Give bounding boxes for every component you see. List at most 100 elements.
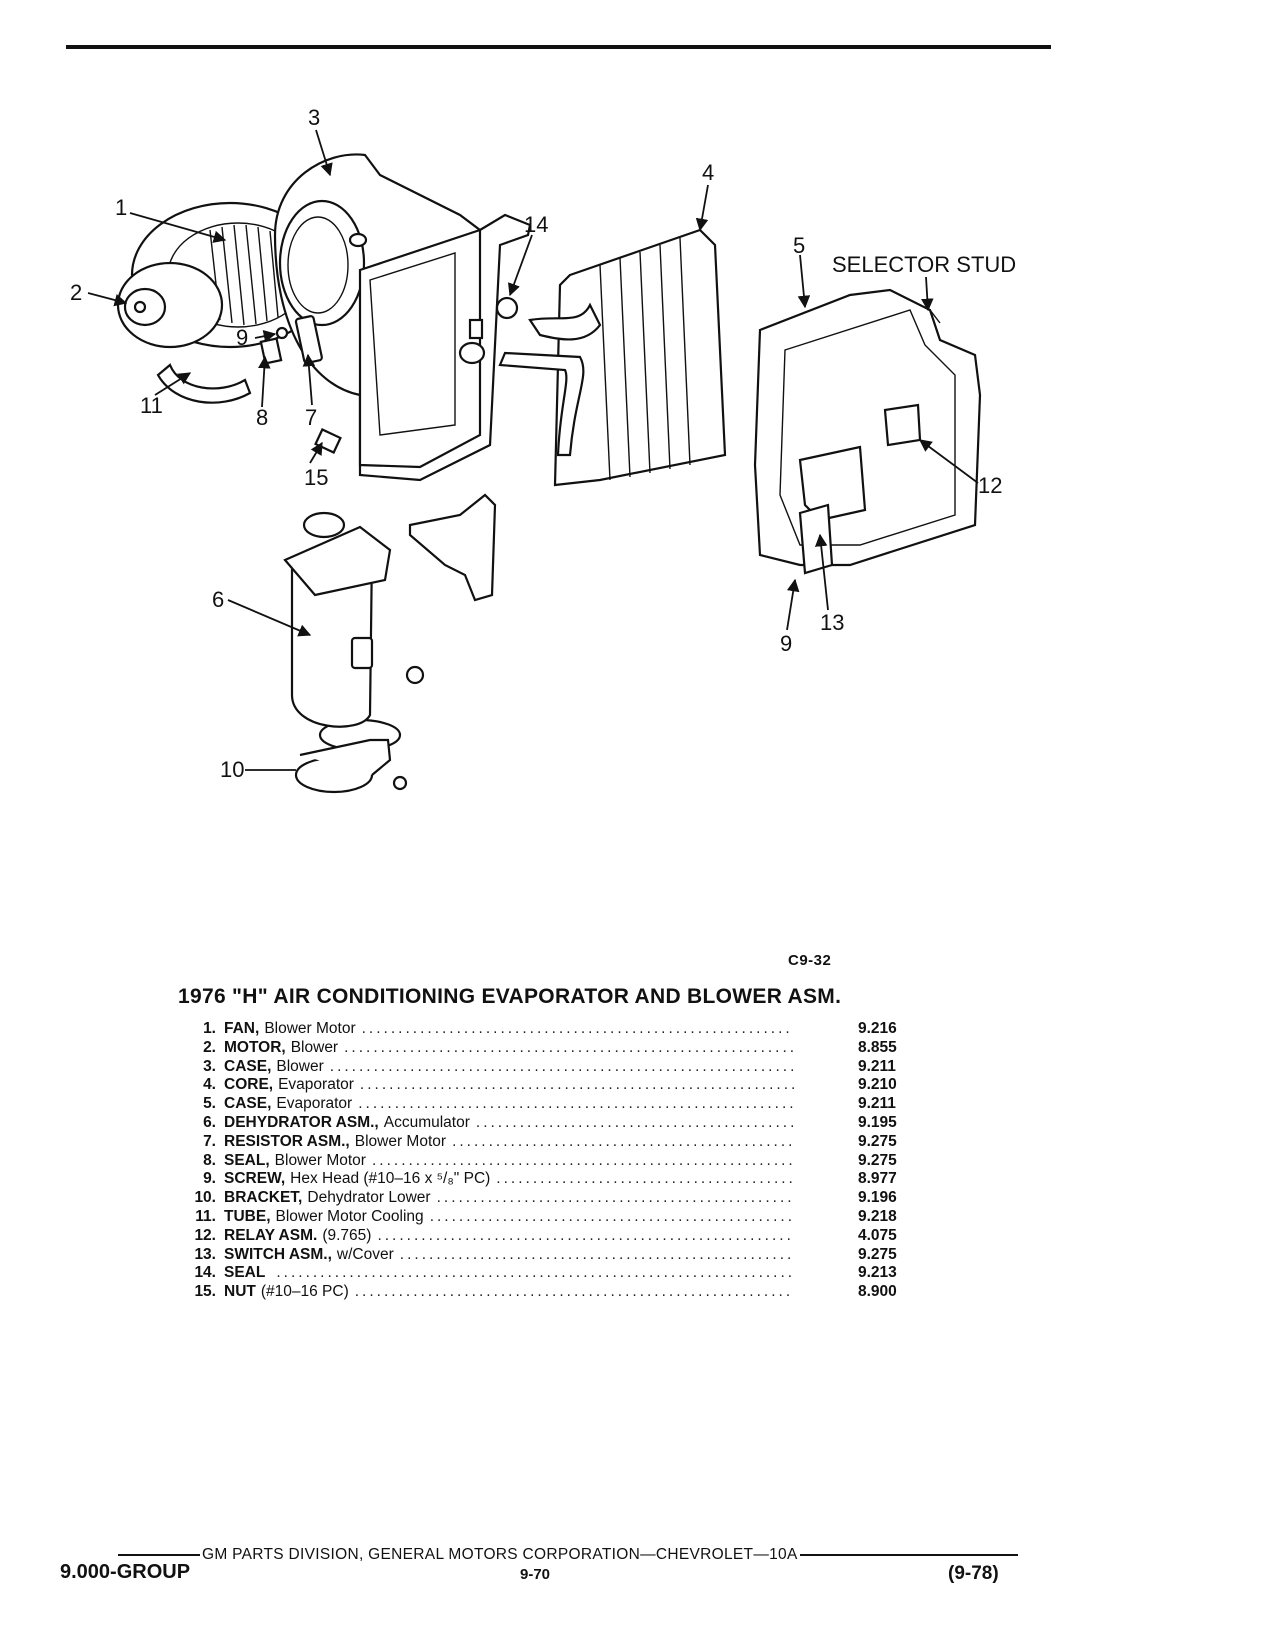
part-description: Hex Head (#10–16 x ⁵/₈" PC) xyxy=(290,1170,491,1188)
part-row: 15.NUT(#10–16 PC)8.900 xyxy=(178,1283,928,1302)
part-name: BRACKET, xyxy=(224,1189,303,1207)
part-code: 4.075 xyxy=(858,1226,897,1244)
part-code: 9.196 xyxy=(858,1189,897,1207)
part-number: 8. xyxy=(203,1151,216,1169)
part-row: 2.MOTOR,Blower8.855 xyxy=(178,1039,928,1058)
part-code: 9.213 xyxy=(858,1264,897,1282)
part-code: 9.216 xyxy=(858,1020,897,1037)
page-number: 9-70 xyxy=(520,1566,551,1583)
leader-dots xyxy=(377,1227,794,1246)
figure-code: C9-32 xyxy=(788,952,832,969)
part-name: CASE, xyxy=(224,1057,272,1075)
leader-dots xyxy=(437,1189,794,1208)
leader-dots xyxy=(344,1039,794,1058)
part-description: (9.765) xyxy=(322,1226,372,1244)
footer-rule-right xyxy=(799,1554,1018,1556)
parts-list-title: 1976 "H" AIR CONDITIONING EVAPORATOR AND… xyxy=(178,985,842,1008)
part-number: 10. xyxy=(194,1189,216,1207)
part-number: 5. xyxy=(203,1095,216,1113)
part-code: 9.211 xyxy=(858,1057,896,1075)
exploded-view-illustration: 1 2 3 4 5 6 7 8 9 9 10 11 12 13 14 15 SE… xyxy=(70,105,1016,794)
part-name: CASE, xyxy=(224,1095,272,1113)
callout-15: 15 xyxy=(304,465,328,490)
blower-case-drawing xyxy=(273,153,532,482)
callout-9b: 9 xyxy=(780,631,792,656)
part-row: 14.SEAL9.213 xyxy=(178,1264,928,1283)
part-description: Blower Motor xyxy=(274,1151,366,1169)
leader-dots xyxy=(358,1095,794,1114)
bolt-drawing xyxy=(468,318,484,340)
callout-12: 12 xyxy=(978,473,1002,498)
part-code: 9.275 xyxy=(858,1245,897,1263)
group-label: 9.000-GROUP xyxy=(60,1561,191,1583)
callout-14: 14 xyxy=(524,212,548,237)
callout-1: 1 xyxy=(115,195,127,220)
footer-publisher-line: GM PARTS DIVISION, GENERAL MOTORS CORPOR… xyxy=(118,1546,1018,1564)
part-number: 3. xyxy=(203,1057,216,1075)
part-number: 13. xyxy=(194,1245,216,1263)
part-description: (#10–16 PC) xyxy=(260,1283,349,1301)
part-row: 1.FAN,Blower Motor9.216 xyxy=(178,1020,928,1039)
part-description: Blower xyxy=(290,1038,339,1056)
part-number: 1. xyxy=(203,1020,216,1037)
part-description: Accumulator xyxy=(383,1113,470,1131)
seal-drawing xyxy=(259,337,283,365)
part-number: 12. xyxy=(194,1226,216,1244)
part-name: TUBE, xyxy=(224,1207,271,1225)
part-name: CORE, xyxy=(224,1076,274,1094)
screw-drawing xyxy=(275,326,289,340)
part-description: Blower xyxy=(276,1057,324,1075)
callout-numbers: 1 2 3 4 5 6 7 8 9 9 10 11 12 13 14 15 SE… xyxy=(70,105,1016,782)
callout-6: 6 xyxy=(212,587,224,612)
part-name: RELAY ASM. xyxy=(224,1226,318,1244)
part-row: 3. CASE,Blower 9.211 xyxy=(178,1058,928,1077)
part-description: Evaporator xyxy=(278,1076,354,1094)
part-row: 8. SEAL,Blower Motor 9.275 xyxy=(178,1152,928,1171)
leader-dots xyxy=(476,1114,794,1133)
part-name: DEHYDRATOR ASM., xyxy=(224,1113,379,1131)
leader-dots xyxy=(276,1264,794,1283)
callout-7: 7 xyxy=(305,405,317,430)
evaporator-core-drawing xyxy=(498,228,727,487)
part-name: SEAL, xyxy=(224,1151,270,1169)
leader-dots xyxy=(362,1020,794,1039)
part-row: 7.RESISTOR ASM.,Blower Motor9.275 xyxy=(178,1133,928,1152)
footer-publisher: GM PARTS DIVISION, GENERAL MOTORS CORPOR… xyxy=(202,1546,798,1563)
callout-4: 4 xyxy=(702,160,714,185)
part-row: 10. BRACKET,Dehydrator Lower 9.196 xyxy=(178,1189,928,1208)
callout-8: 8 xyxy=(256,405,268,430)
revision-date-code: (9-78) xyxy=(948,1563,999,1584)
leader-dots xyxy=(360,1076,794,1095)
part-code: 9.275 xyxy=(858,1151,897,1169)
upper-bracket-drawing xyxy=(408,493,497,602)
callout-10: 10 xyxy=(220,757,244,782)
part-description: Dehydrator Lower xyxy=(307,1189,431,1207)
selector-stud-label: SELECTOR STUD xyxy=(832,252,1016,277)
leader-dots xyxy=(430,1208,794,1227)
callout-11: 11 xyxy=(140,393,163,418)
part-description: Blower Motor xyxy=(264,1020,356,1037)
callout-2: 2 xyxy=(70,280,82,305)
part-row: 6. DEHYDRATOR ASM.,Accumulator 9.195 xyxy=(178,1114,928,1133)
part-code: 9.195 xyxy=(858,1113,897,1131)
callout-13: 13 xyxy=(820,610,844,635)
callout-3: 3 xyxy=(308,105,320,130)
part-number: 9. xyxy=(203,1170,216,1188)
part-number: 6. xyxy=(203,1113,216,1131)
lower-bracket-drawing xyxy=(294,738,408,794)
part-code: 9.211 xyxy=(858,1095,896,1113)
part-code: 8.977 xyxy=(858,1170,897,1188)
part-name: SWITCH ASM., xyxy=(224,1245,332,1263)
part-code: 9.210 xyxy=(858,1076,897,1094)
part-row: 5.CASE,Evaporator9.211 xyxy=(178,1095,928,1114)
part-number: 15. xyxy=(194,1283,216,1301)
part-code: 8.900 xyxy=(858,1283,897,1301)
part-name: SCREW, xyxy=(224,1170,286,1188)
part-code: 8.855 xyxy=(858,1038,897,1056)
leader-dots xyxy=(372,1152,794,1171)
part-number: 4. xyxy=(203,1076,216,1094)
footer-rule-left xyxy=(118,1554,200,1556)
part-code: 9.218 xyxy=(858,1207,897,1225)
part-description: Blower Motor Cooling xyxy=(275,1207,424,1225)
part-row: 13.SWITCH ASM.,w/Cover9.275 xyxy=(178,1246,928,1265)
